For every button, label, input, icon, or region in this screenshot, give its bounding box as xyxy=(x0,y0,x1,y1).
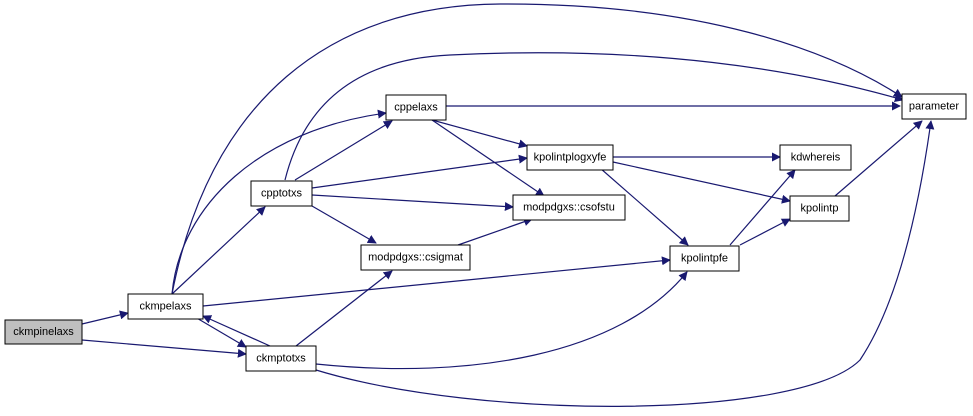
edge-ckmpinelaxs-to-ckmpelaxs xyxy=(81,310,129,325)
node-label: cppelaxs xyxy=(394,102,438,114)
edge-ckmptotxs-to-csigmat xyxy=(295,270,393,347)
edges xyxy=(81,3,935,407)
node-kdwhereis[interactable]: kdwhereis xyxy=(779,144,852,171)
edge-cpptotxs-to-csigmat xyxy=(311,205,377,244)
node-label: kpolintpfe xyxy=(681,253,728,265)
node-cpptotxs[interactable]: cpptotxs xyxy=(250,180,313,207)
node-modpdgxs-csofstu[interactable]: modpdgxs::csofstu xyxy=(512,194,626,221)
edge-cpptotxs-to-cppelaxs xyxy=(294,120,393,181)
node-parameter[interactable]: parameter xyxy=(901,93,967,120)
edge-csigmat-to-csofstu xyxy=(457,217,533,246)
nodes: ckmpinelaxs ckmpelaxs ckmptotxs cpptotxs… xyxy=(4,93,967,372)
node-label: kdwhereis xyxy=(791,152,841,164)
node-ckmpinelaxs[interactable]: ckmpinelaxs xyxy=(4,319,83,345)
node-kpolintpfe[interactable]: kpolintpfe xyxy=(669,245,740,272)
node-ckmpelaxs[interactable]: ckmpelaxs xyxy=(127,293,204,320)
node-kpolintp[interactable]: kpolintp xyxy=(789,195,850,222)
node-label: parameter xyxy=(909,101,959,113)
edge-ckmpelaxs-to-parameter xyxy=(171,3,903,295)
edge-kpolintpfe-to-kdwhereis xyxy=(729,169,796,246)
edge-kpolintplogxyfe-to-kpolintp xyxy=(612,161,791,204)
edge-ckmpelaxs-to-cppelaxs xyxy=(171,109,387,295)
node-label: modpdgxs::csofstu xyxy=(523,202,615,214)
edge-ckmpelaxs-to-kpolintpfe xyxy=(202,256,671,307)
node-label: modpdgxs::csigmat xyxy=(368,252,463,264)
node-label: ckmpelaxs xyxy=(140,301,192,313)
edge-cpptotxs-to-csofstu xyxy=(311,194,514,212)
node-kpolintplogxyfe[interactable]: kpolintplogxyfe xyxy=(526,144,614,171)
node-label: ckmptotxs xyxy=(256,353,306,365)
node-label: kpolintplogxyfe xyxy=(534,152,607,164)
edge-cpptotxs-to-kpolintplogxyfe xyxy=(311,154,528,189)
edge-cppelaxs-to-kpolintplogxyfe xyxy=(431,119,528,149)
node-label: kpolintp xyxy=(801,203,839,215)
edge-ckmptotxs-to-kpolintpfe xyxy=(315,271,688,370)
node-label: ckmpinelaxs xyxy=(13,326,74,338)
node-cppelaxs[interactable]: cppelaxs xyxy=(385,94,447,121)
node-label: cpptotxs xyxy=(261,188,302,200)
edge-ckmptotxs-to-ckmpelaxs xyxy=(202,315,271,347)
edge-ckmptotxs-to-parameter xyxy=(315,120,935,407)
edge-kpolintplogxyfe-to-kpolintpfe xyxy=(599,167,689,246)
edge-kpolintp-to-parameter xyxy=(834,120,923,197)
edge-ckmpelaxs-to-cpptotxs xyxy=(171,206,266,295)
edge-cppelaxs-to-csofstu xyxy=(431,119,545,197)
edge-kpolintpfe-to-kpolintp xyxy=(739,218,791,246)
edge-ckmpinelaxs-to-ckmptotxs xyxy=(81,339,247,358)
edge-cpptotxs-to-parameter xyxy=(284,52,904,181)
node-modpdgxs-csigmat[interactable]: modpdgxs::csigmat xyxy=(360,244,471,271)
node-ckmptotxs[interactable]: ckmptotxs xyxy=(245,345,317,372)
